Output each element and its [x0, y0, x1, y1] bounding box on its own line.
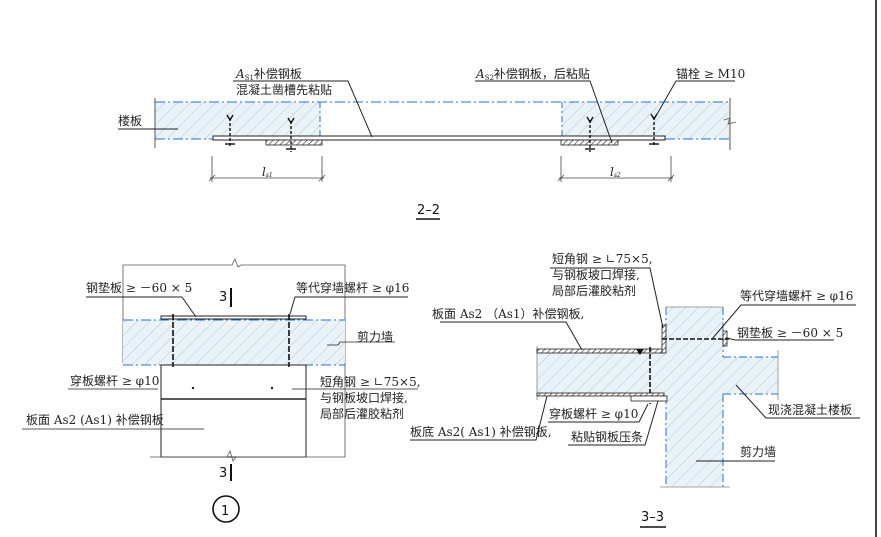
leader-pad-plate	[86, 296, 197, 318]
leader-through-bolt	[548, 403, 649, 423]
dimension-right	[557, 156, 675, 182]
slab-left	[537, 351, 666, 396]
label-anchor: 锚栓 ≥ M10	[676, 66, 745, 81]
shear-wall-band	[123, 320, 345, 365]
label-angle-2: 与钢板坡口焊接,	[552, 267, 640, 282]
bolt-dot	[270, 386, 274, 390]
leader-bottom-plate	[410, 395, 548, 441]
label-strip: 粘贴钢板压条	[571, 429, 643, 444]
break-symbol-right	[723, 117, 737, 125]
label-top-plate: 板面 As2 (As1) 补偿钢板	[26, 412, 164, 427]
weld-symbol	[636, 349, 644, 355]
label-through-bolt: 穿板螺杆 ≥ φ10	[70, 373, 159, 388]
leader-angle	[550, 267, 664, 329]
label-angle-3: 局部后灌胶粘剂	[552, 283, 636, 298]
plate-as1	[212, 135, 666, 141]
shear-wall	[666, 307, 723, 487]
bottom-plate	[536, 392, 665, 397]
anchor-bolt	[225, 114, 235, 146]
leader-plate-as1	[233, 80, 373, 138]
label-angle-1: 短角钢 ≥ ∟75×5,	[552, 252, 653, 266]
bolt-dot	[191, 386, 195, 390]
label-angle-2: 与钢板坡口焊接,	[320, 390, 408, 405]
label-pad-plate: 钢垫板 ≥ －60 × 5	[86, 280, 192, 295]
label-shear-wall: 剪力墙	[357, 329, 393, 344]
leader-anchor	[655, 80, 735, 117]
slab-right	[562, 102, 729, 139]
label-angle-1: 短角钢 ≥ ∟75×5,	[320, 375, 421, 389]
label-equiv-bolt: 等代穿墙螺杆 ≥ φ16	[296, 280, 409, 295]
leader-equiv-bolt	[711, 304, 856, 340]
section-3-3: 短角钢 ≥ ∟75×5, 与钢板坡口焊接, 局部后灌胶粘剂 等代穿墙螺杆 ≥ φ…	[410, 252, 860, 528]
section-2-2: 楼板 AS1补偿钢板 混凝土凿槽先粘贴 AS2补偿钢板，后粘贴 锚栓 ≥ M10…	[118, 66, 745, 220]
leader-cast-slab	[735, 384, 860, 419]
label-slab: 楼板	[118, 113, 142, 128]
anchor-bolt	[585, 116, 595, 152]
label-plate-as2: AS2补偿钢板，后粘贴	[475, 66, 590, 82]
plate-as2-left	[265, 139, 323, 146]
slab-left	[155, 102, 320, 139]
dimension-left	[208, 156, 326, 182]
label-plate-as1-note: 混凝土凿槽先粘贴	[236, 82, 332, 97]
strip-plate	[630, 395, 668, 402]
slab-outline	[160, 364, 307, 458]
detail-1: 3 3 1 钢垫板 ≥ －60 × 5 等代穿墙螺杆 ≥ φ16 剪力墙 穿板螺…	[22, 258, 421, 523]
label-bottom-plate: 板底 As2( As1) 补偿钢板,	[410, 424, 552, 439]
slab-right	[723, 357, 778, 394]
label-equiv-bolt: 等代穿墙螺杆 ≥ φ16	[740, 288, 853, 303]
leader-top-plate	[440, 321, 583, 351]
section-title-2-2: 2–2	[417, 203, 440, 218]
wall-outline	[122, 258, 346, 363]
section-mark-bottom: 3	[219, 466, 227, 481]
top-plate	[536, 348, 665, 354]
anchor-bolt	[286, 117, 296, 152]
leader-shear-wall	[327, 341, 395, 346]
pad-plate	[160, 315, 307, 320]
label-angle-3: 局部后灌胶粘剂	[320, 406, 404, 421]
dimension-right-label: ls2	[610, 165, 621, 179]
label-cast-slab: 现浇混凝土楼板	[768, 402, 852, 417]
label-pad-plate: 钢垫板 ≥ －60 × 5	[737, 325, 843, 340]
detail-number: 1	[221, 504, 229, 519]
label-top-plate: 板面 As2 （As1）补偿钢板,	[432, 306, 584, 321]
leader-strip	[568, 400, 659, 446]
section-title-3-3: 3–3	[641, 510, 664, 525]
leader-pad-plate	[726, 337, 834, 341]
label-through-bolt: 穿板螺杆 ≥ φ10	[549, 406, 638, 421]
label-plate-as1: AS1补偿钢板	[235, 66, 302, 82]
break-line-bottom	[150, 449, 345, 462]
label-shear-wall: 剪力墙	[740, 444, 776, 459]
dimension-left-label: ls1	[262, 165, 273, 179]
leader-equiv-bolt	[289, 296, 408, 315]
detail-number-circle	[212, 495, 240, 523]
leader-plate-as2	[475, 80, 613, 144]
section-mark-top: 3	[219, 290, 227, 305]
